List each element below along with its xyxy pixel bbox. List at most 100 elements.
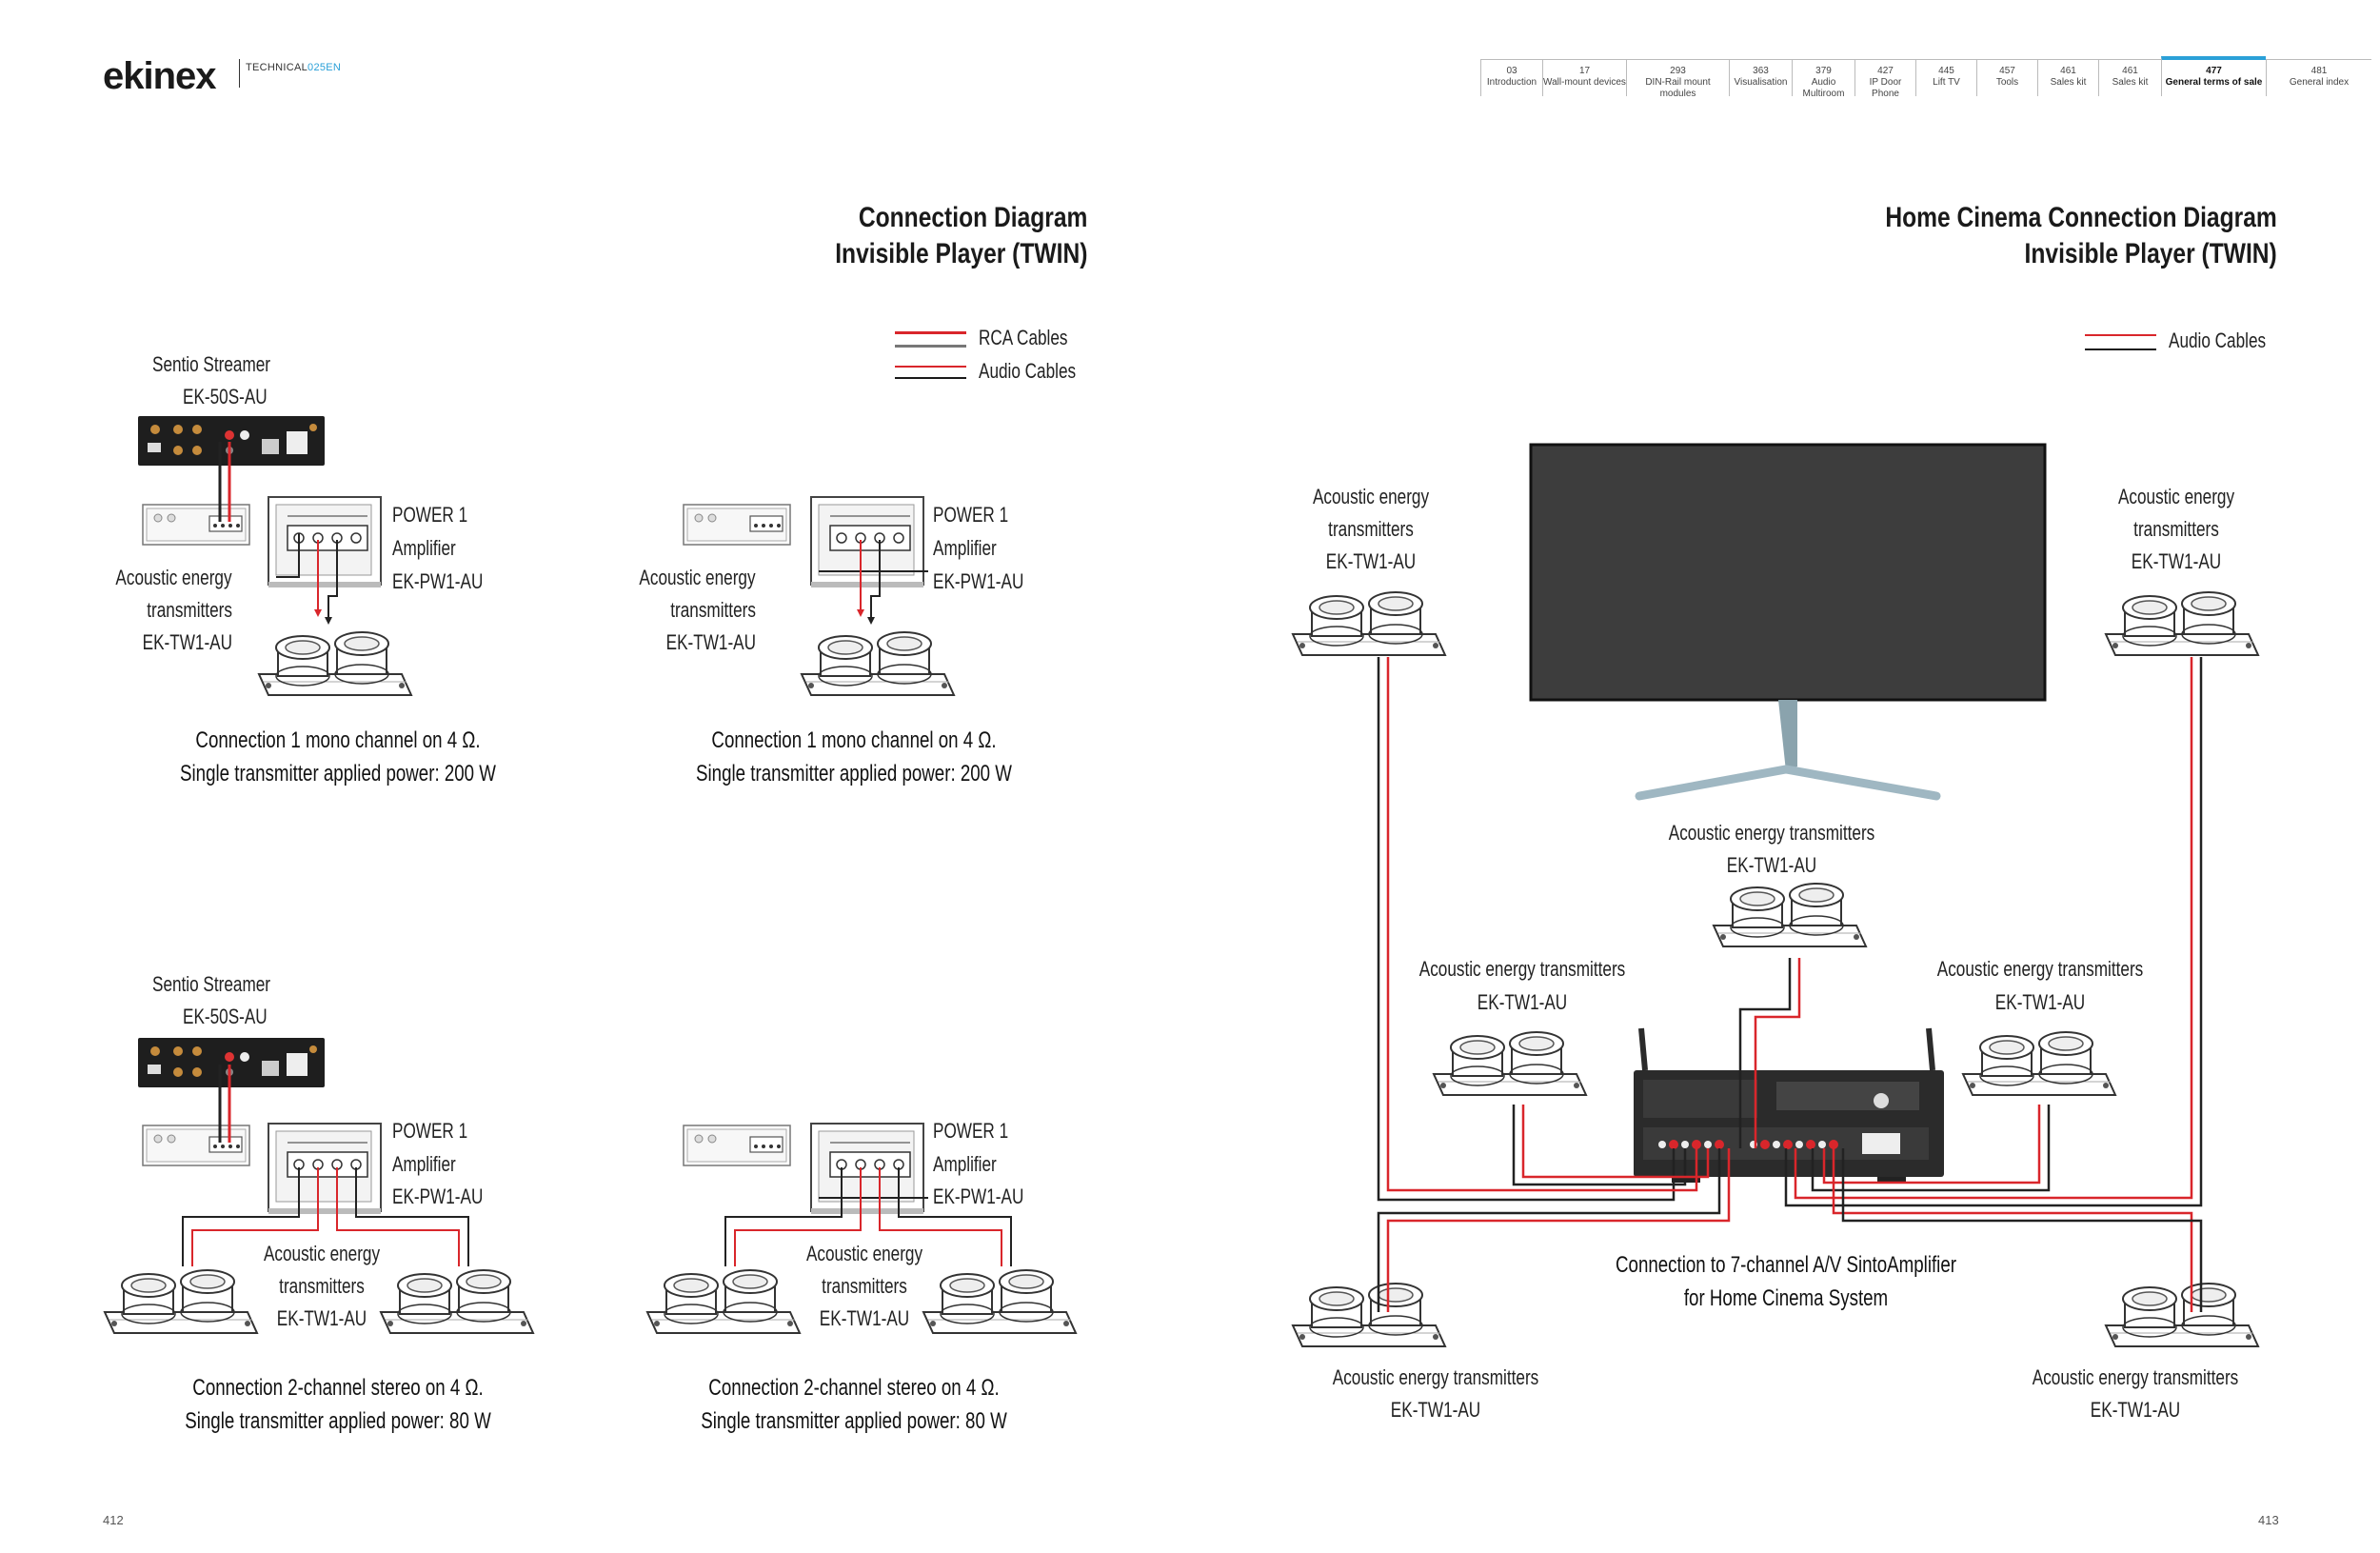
right-title-line2: Invisible Player (TWIN) [2024,238,2277,269]
q4-caption: Connection 2-channel stereo on 4 Ω. Sing… [687,1371,1021,1438]
q2-amp-name: POWER 1 [933,503,1009,527]
nav-num: 293 [1670,66,1686,76]
nav-num: 457 [1999,66,2015,76]
q3-streamer-code: EK-50S-AU [183,1005,268,1028]
nav-num: 461 [2122,66,2138,76]
q1-amp-name: POWER 1 [392,503,468,527]
hc-tw-sl-code: EK-TW1-AU [1477,990,1568,1014]
q2-tw-code: EK-TW1-AU [665,630,756,654]
hc-transmitter-front-right [2105,591,2259,656]
nav-num: 477 [2206,66,2222,76]
q3-tw-line1: Acoustic energy [263,1242,381,1265]
q3-amp-name2: Amplifier [392,1152,456,1176]
q3-streamer-device [138,1038,325,1087]
q3-amp-code: EK-PW1-AU [392,1185,484,1208]
q1-transmitter [258,631,412,696]
hc-tw-c-line1: Acoustic energy transmitters [1668,821,1875,845]
q1-streamer-code: EK-50S-AU [183,385,268,408]
q2-amp-code: EK-PW1-AU [933,569,1024,593]
legend-rca-line-red [895,331,966,334]
q4-transmitter-right [922,1269,1077,1334]
q1-streamer-name: Sentio Streamer [152,352,270,376]
q4-caption-line2: Single transmitter applied power: 80 W [701,1408,1007,1434]
nav-label: Sales kit [2050,77,2087,88]
hc-tw-fl-code: EK-TW1-AU [1325,549,1417,573]
q2-tw-line2: transmitters [670,598,756,622]
legend-rca-label: RCA Cables [979,326,1068,349]
q2-amp-name2: Amplifier [933,536,997,560]
q1-caption-line2: Single transmitter applied power: 200 W [180,761,496,786]
hc-tw-rl-code: EK-TW1-AU [1390,1398,1481,1422]
q1-amp-name2: Amplifier [392,536,456,560]
q2-caption-line1: Connection 1 mono channel on 4 Ω. [711,727,997,753]
q4-tw-line1: Acoustic energy [805,1242,923,1265]
tv-stand [1635,765,1941,801]
q3-transmitter-right [380,1269,534,1334]
tv-neck [1778,700,1797,771]
brand-tag-suffix: 025EN [307,62,342,73]
q1-input-module [142,504,250,546]
q2-amplifier [811,497,923,585]
hc-tw-rr-line1: Acoustic energy transmitters [2032,1365,2239,1389]
tv-screen [1529,443,2047,702]
hc-tw-fl-line2: transmitters [1328,517,1414,541]
hc-transmitter-side-right [1962,1031,2116,1096]
q2-caption-line2: Single transmitter applied power: 200 W [696,761,1012,786]
legend-audio-line-red [895,366,966,368]
legend-rca-line-grey [895,345,966,348]
hc-transmitter-center [1713,883,1867,947]
nav-label: Visualisation [1734,77,1788,88]
left-page-number: 412 [103,1513,124,1527]
nav-label: General terms of sale [2165,77,2263,88]
nav-label: DIN-Rail mount modules [1645,77,1711,99]
q4-amp-name2: Amplifier [933,1152,997,1176]
right-legend-audio-label: Audio Cables [2169,329,2267,352]
q2-tw-line1: Acoustic energy [639,566,756,589]
q3-amplifier [268,1124,381,1211]
q4-input-module [683,1125,791,1166]
left-title-line1: Connection Diagram [858,202,1087,233]
q4-tw-line2: transmitters [822,1274,907,1298]
nav-num: 427 [1877,66,1894,76]
hc-tw-fr-line1: Acoustic energy [2117,485,2235,508]
nav-label: General index [2289,77,2350,88]
q3-caption-line2: Single transmitter applied power: 80 W [185,1408,491,1434]
hc-caption-line2: for Home Cinema System [1683,1285,1889,1311]
right-legend-line-red [2085,334,2156,336]
q3-streamer-name: Sentio Streamer [152,972,270,996]
q3-input-module [142,1125,250,1166]
right-page-number: 413 [2258,1513,2279,1527]
q2-input-module [683,504,791,546]
hc-tw-fr-code: EK-TW1-AU [2131,549,2222,573]
hc-transmitter-front-left [1292,591,1446,656]
q1-tw-code: EK-TW1-AU [142,630,232,654]
brand-tag: TECHNICAL025EN [246,62,341,73]
q1-caption-line1: Connection 1 mono channel on 4 Ω. [195,727,481,753]
hc-caption: Connection to 7-channel A/V SintoAmplifi… [1563,1248,2009,1315]
hc-tw-c-code: EK-TW1-AU [1726,853,1817,877]
hc-tw-sl-line1: Acoustic energy transmitters [1418,957,1626,981]
hc-transmitter-side-left [1433,1031,1587,1096]
nav-label: Audio Multiroom [1802,77,1845,99]
q4-amp-name: POWER 1 [933,1119,1009,1143]
right-legend-line-black [2085,348,2156,350]
nav-num: 461 [2060,66,2076,76]
nav-label: Tools [1995,77,2019,88]
nav-label: Introduction [1486,77,1537,88]
hc-tw-rr-code: EK-TW1-AU [2090,1398,2181,1422]
q1-caption: Connection 1 mono channel on 4 Ω. Single… [171,724,506,790]
q4-tw-code: EK-TW1-AU [819,1306,910,1330]
